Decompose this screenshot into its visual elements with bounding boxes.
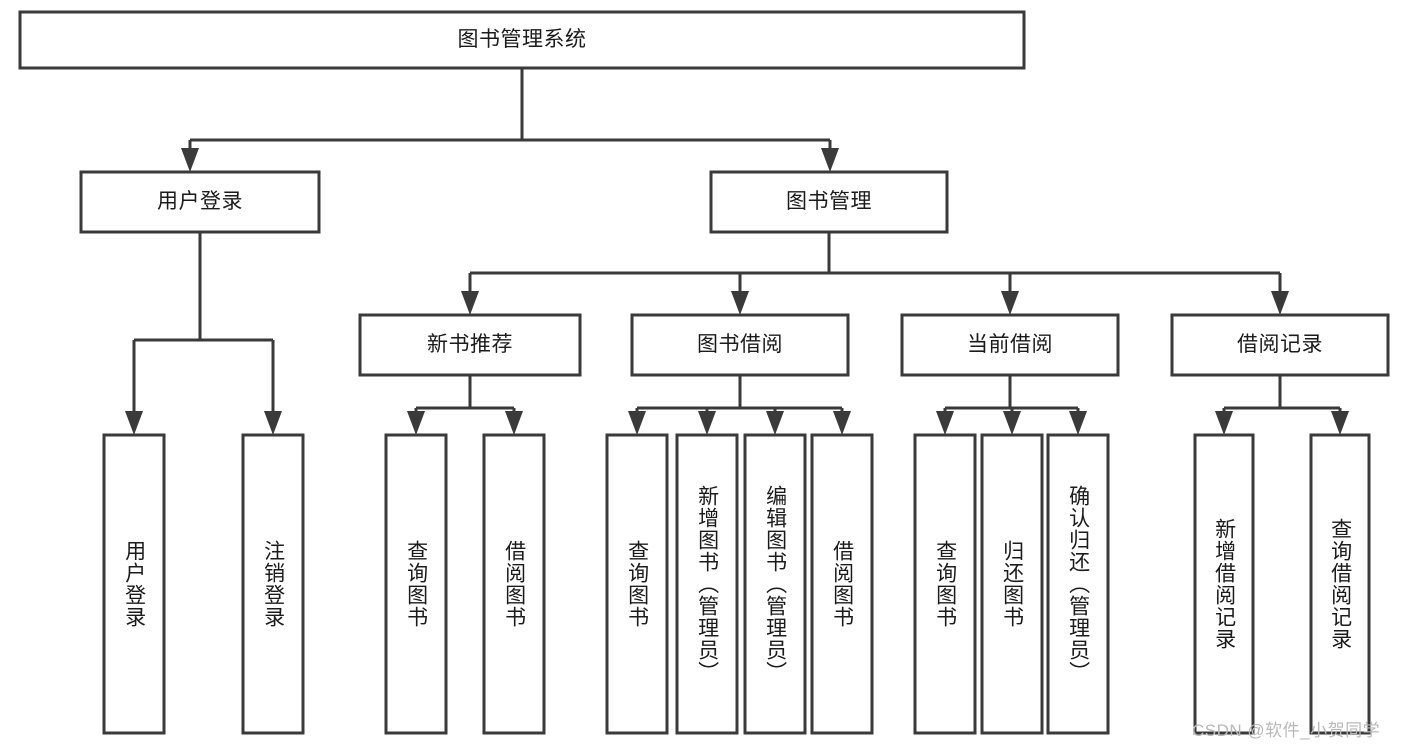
node-borrow-record-box[interactable] bbox=[1170, 313, 1390, 377]
connector-userlogin-to-leaves bbox=[125, 232, 282, 435]
connector-root-to-level1 bbox=[181, 68, 839, 172]
node-leaf-query-book-3-box[interactable] bbox=[913, 433, 977, 735]
node-leaf-borrow-book-1-box[interactable] bbox=[482, 433, 546, 735]
node-book-borrow-box[interactable] bbox=[630, 313, 850, 377]
node-leaf-borrow-book-2-box[interactable] bbox=[810, 433, 874, 735]
node-current-borrow-box[interactable] bbox=[900, 313, 1120, 377]
node-leaf-user-login-box[interactable] bbox=[102, 433, 166, 735]
node-leaf-query-book-1-box[interactable] bbox=[384, 433, 448, 735]
node-user-login-box[interactable] bbox=[79, 170, 321, 234]
node-leaf-return-book-box[interactable] bbox=[980, 433, 1044, 735]
node-leaf-add-book-box[interactable] bbox=[675, 433, 739, 735]
node-new-book-rec-box[interactable] bbox=[358, 313, 582, 377]
connector-borrowrecord-to-leaves bbox=[1215, 375, 1349, 435]
connector-newbookrec-to-leaves bbox=[407, 375, 523, 435]
node-leaf-confirm-return-box[interactable] bbox=[1046, 433, 1110, 735]
node-leaf-add-record-box[interactable] bbox=[1193, 433, 1255, 735]
connector-currentborrow-to-leaves bbox=[936, 375, 1087, 435]
node-leaf-query-record-box[interactable] bbox=[1309, 433, 1371, 735]
node-book-manage-box[interactable] bbox=[709, 170, 949, 234]
node-leaf-user-logout-box[interactable] bbox=[241, 433, 305, 735]
connector-bookborrow-to-leaves bbox=[628, 375, 851, 435]
connector-bookmanage-to-level2 bbox=[461, 232, 1289, 315]
node-leaf-edit-book-box[interactable] bbox=[743, 433, 807, 735]
node-leaf-query-book-2-box[interactable] bbox=[605, 433, 669, 735]
node-root-box[interactable] bbox=[18, 10, 1026, 70]
